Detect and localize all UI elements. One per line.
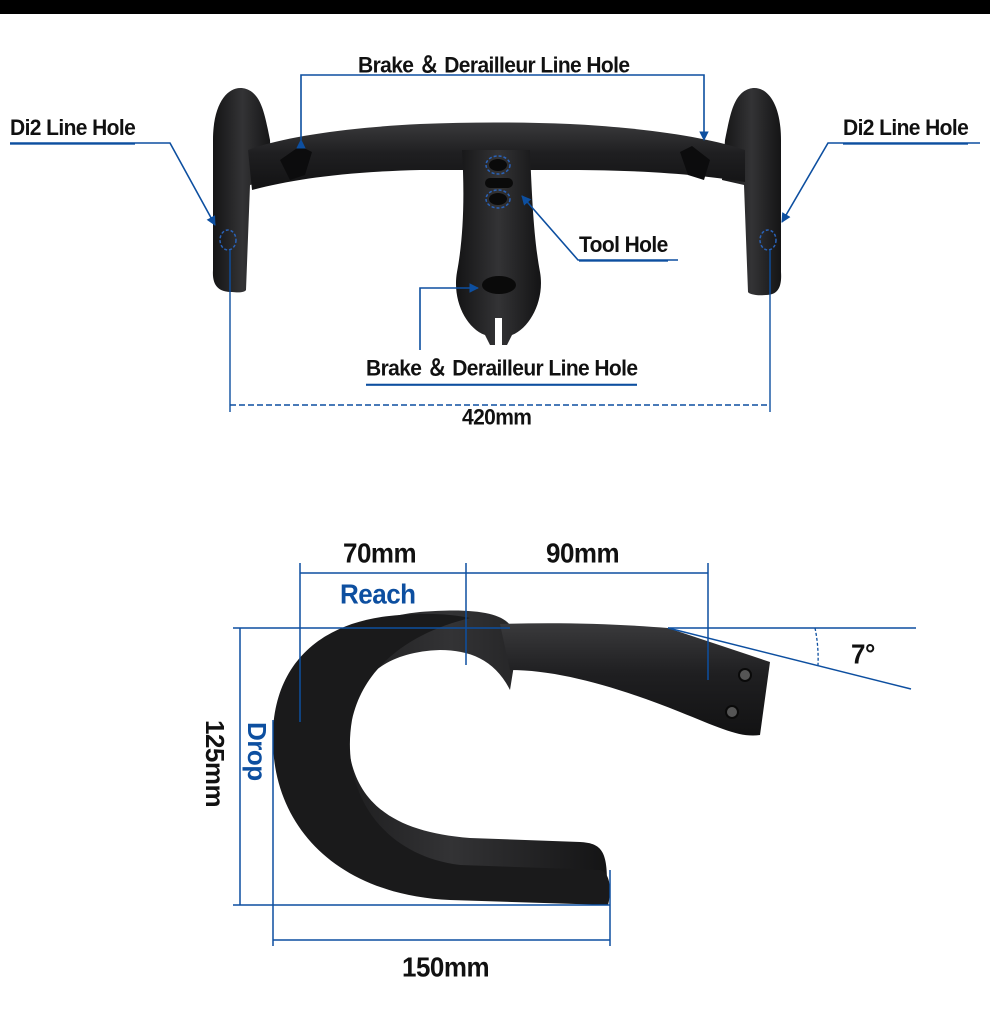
length-dimension: 150mm bbox=[402, 951, 490, 983]
drop-inner bbox=[272, 614, 610, 905]
left-drop bbox=[212, 88, 272, 293]
brake-line-hole-bottom-label: Brake ＆ Derailleur Line Hole bbox=[366, 351, 638, 386]
drop-outer bbox=[295, 610, 607, 880]
drop-label: Drop bbox=[242, 722, 272, 781]
bolt-upper bbox=[738, 668, 752, 682]
side-view-dimensions bbox=[233, 563, 916, 946]
di2-right-label: Di2 Line Hole bbox=[843, 116, 969, 145]
bolt-lower bbox=[725, 705, 739, 719]
reach-label: Reach bbox=[340, 578, 416, 610]
left-line-hole bbox=[280, 146, 312, 180]
reach-front-dimension: 70mm bbox=[343, 537, 417, 569]
right-line-hole bbox=[680, 146, 710, 180]
handlebar-side-view bbox=[272, 610, 770, 905]
handlebar-top-view bbox=[212, 88, 782, 348]
di2-left-label: Di2 Line Hole bbox=[10, 116, 136, 145]
brake-line-hole-top-label: Brake ＆ Derailleur Line Hole bbox=[358, 53, 630, 78]
stem-side bbox=[500, 623, 770, 736]
clamp-slot bbox=[495, 318, 502, 348]
width-dimension: 420mm bbox=[462, 405, 532, 430]
tool-hole-label: Tool Hole bbox=[579, 233, 668, 262]
angle-dimension: 7° bbox=[851, 638, 875, 670]
right-drop bbox=[722, 88, 782, 296]
top-bar bbox=[0, 0, 990, 14]
steerer-hole bbox=[482, 276, 516, 294]
reach-rear-dimension: 90mm bbox=[546, 537, 620, 569]
drop-dimension: 125mm bbox=[200, 720, 230, 808]
stem bbox=[455, 150, 541, 345]
